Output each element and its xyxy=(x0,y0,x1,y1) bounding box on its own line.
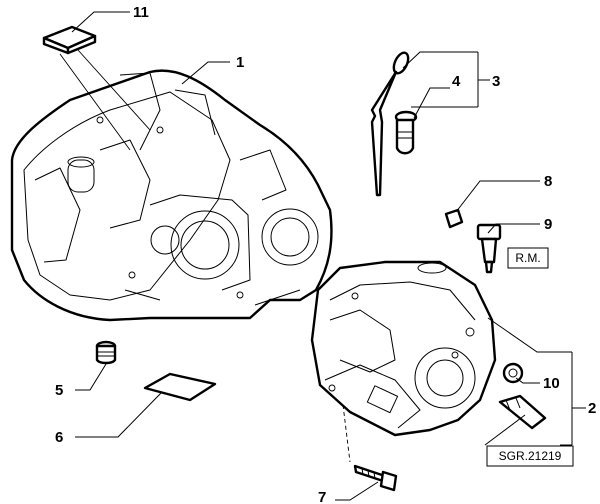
part-3-dipstick xyxy=(370,51,410,197)
part-10-seal xyxy=(502,362,524,384)
callout-2: 2 xyxy=(588,400,596,417)
part-7-bolt xyxy=(353,464,398,492)
callout-11: 11 xyxy=(133,4,149,21)
rm-label: R.M. xyxy=(507,247,549,269)
part-4-plug xyxy=(394,110,418,155)
callout-1: 1 xyxy=(236,54,244,71)
clutch-housing xyxy=(10,69,333,322)
rm-label-text: R.M. xyxy=(515,251,540,265)
sgr-shaft-part xyxy=(498,394,547,430)
sgr-reference-label: SGR.21219 xyxy=(486,445,574,467)
callout-7: 7 xyxy=(318,489,326,504)
callout-4: 4 xyxy=(452,73,461,90)
callout-9: 9 xyxy=(544,216,552,233)
gearbox-housing xyxy=(310,260,497,437)
leader-lines xyxy=(59,11,586,501)
part-6-gasket xyxy=(143,372,217,402)
callout-6: 6 xyxy=(55,429,63,446)
part-5-plug xyxy=(95,340,117,365)
callout-3: 3 xyxy=(492,73,500,90)
part-11-plug xyxy=(42,25,97,55)
sgr-reference-text: SGR.21219 xyxy=(499,449,562,463)
callout-8: 8 xyxy=(544,173,552,190)
part-8-cap xyxy=(444,208,464,229)
callout-5: 5 xyxy=(55,382,63,399)
callout-10: 10 xyxy=(543,375,560,392)
